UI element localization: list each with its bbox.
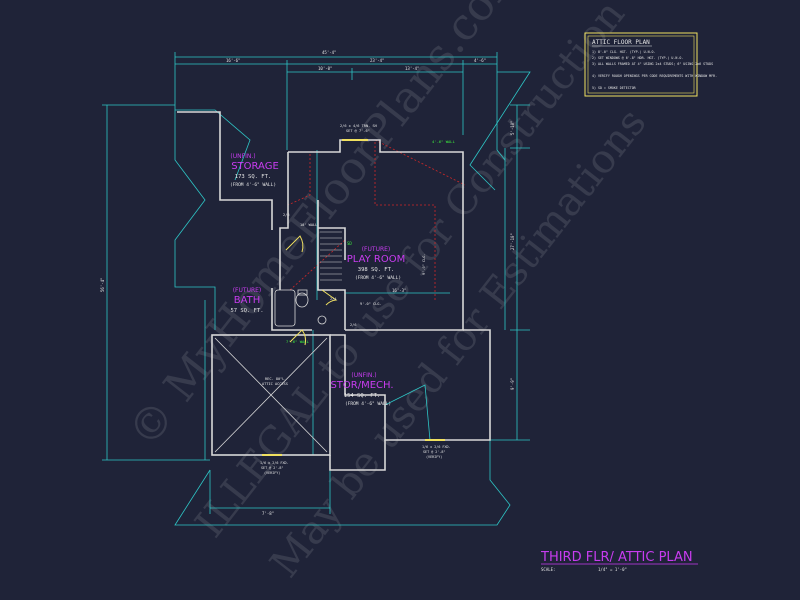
- room-bath: (FUTURE) BATH 57 SQ. FT.: [230, 287, 263, 314]
- legend-note-2: 2) SET WINDOWS @ 6'-8" HDR. HGT. (TYP.) …: [592, 56, 683, 60]
- scale-label: SCALE:: [541, 567, 555, 572]
- note-window-bl-1: 1/6 x 2/6 FXD.: [260, 461, 289, 465]
- room-play-room-tag: (FUTURE): [362, 246, 391, 253]
- dim-right-depth-1: 5'-10": [510, 121, 515, 135]
- note-window-br-2: SET @ 2'-8": [423, 450, 445, 454]
- room-stor-mech-name: STOR/MECH.: [330, 380, 393, 391]
- note-door-2-6: 2/6: [283, 213, 290, 217]
- bath-fixtures: [274, 289, 327, 327]
- room-bath-area: 57 SQ. FT.: [230, 308, 263, 314]
- legend-title: ATTIC FLOOR PLAN: [592, 39, 650, 46]
- legend-border: [584, 32, 698, 97]
- note-wall-10: 10' WALL: [300, 223, 317, 227]
- dim-inner: 16'-3": [392, 288, 406, 293]
- note-attic-access-2: ATTIC ACCESS: [262, 382, 288, 386]
- note-sd: SD: [347, 241, 352, 246]
- plan-title: THIRD FLR/ ATTIC PLAN: [540, 550, 693, 565]
- legend-note-1: 1) 8'-0" CLG. HGT. (TYP.) U.N.O.: [592, 50, 656, 54]
- note-window-top-1: 2/6 x 4/6 TRN. SH: [340, 124, 377, 128]
- door-swing-stor: [289, 329, 306, 346]
- door-swing-bath: [321, 289, 338, 306]
- note-wall-4-6-right: 4'-6" WALL: [432, 139, 456, 144]
- note-door-2-6b: 2/6: [350, 323, 357, 327]
- legend-note-3: 3) ALL WALLS FRAMED AT 4" USING 2x4 STUD…: [592, 62, 713, 66]
- room-storage-name: STORAGE: [231, 161, 279, 172]
- room-play-room-name: PLAY ROOM: [347, 254, 406, 265]
- dim-center-right: 13'-4": [405, 66, 419, 71]
- room-play-room: (FUTURE) PLAY ROOM 398 SQ. FT. (FROM 4'-…: [347, 246, 406, 281]
- note-window-bl-2: SET @ 2'-8": [261, 466, 283, 470]
- room-stor-mech-note: (FROM 4'-6" WALL): [345, 401, 391, 407]
- dim-center-width: 23'-4": [370, 58, 384, 63]
- room-stor-mech-area: 154 SQ. FT.: [344, 393, 380, 399]
- toilet: [295, 292, 309, 308]
- dim-left-width: 16'-6": [226, 58, 240, 63]
- legend-note-5: 5) SD = SMOKE DETECTOR: [592, 86, 636, 90]
- room-storage: (UNFIN.) STORAGE 173 SQ. FT. (FROM 4'-6"…: [230, 153, 279, 188]
- room-stor-mech-tag: (UNFIN.): [351, 372, 376, 379]
- doors: [285, 235, 338, 346]
- windows: [262, 139, 445, 456]
- dim-overall-depth: 56'-4": [100, 278, 105, 292]
- dim-right-depth-2: 27'-10": [510, 233, 515, 250]
- note-window-br-3: (VERIFY): [426, 455, 442, 459]
- door-swing-playroom: [285, 235, 304, 253]
- note-window-br-1: 1/6 x 2/6 FXD.: [422, 445, 451, 449]
- title-block: THIRD FLR/ ATTIC PLAN SCALE: 1/4" = 1'-0…: [540, 550, 698, 572]
- stair-treads: [320, 231, 342, 281]
- plan-notes: 2/6 x 4/6 TRN. SH SET @ 7'-6" 4'-6" WALL…: [260, 124, 456, 475]
- legend-inner-border: [587, 35, 695, 94]
- room-stor-mech: (UNFIN.) STOR/MECH. 154 SQ. FT. (FROM 4'…: [330, 372, 393, 407]
- dim-bottom-width: 7'-8": [262, 511, 274, 516]
- room-storage-area: 173 SQ. FT.: [235, 174, 271, 180]
- scale-value: 1/4" = 1'-0": [598, 567, 627, 572]
- room-storage-note: (FROM 4'-6" WALL): [230, 182, 276, 188]
- note-window-bl-3: (VERIFY): [264, 471, 280, 475]
- attic-access-x: [214, 337, 328, 453]
- dim-overall-width: 45'-4": [322, 50, 336, 55]
- note-window-top-2: SET @ 7'-6": [346, 129, 370, 133]
- note-clg-9-0-vertical: 9'-0" CLG.: [422, 253, 426, 275]
- room-play-room-area: 398 SQ. FT.: [358, 267, 394, 273]
- dim-right-depth-3: 9'-9": [510, 378, 515, 390]
- dimension-lines: [102, 52, 531, 526]
- note-clg-9-0: 9'-0" CLG.: [360, 302, 382, 306]
- attic-floor-plan-legend: ATTIC FLOOR PLAN 1) 8'-0" CLG. HGT. (TYP…: [584, 32, 717, 97]
- room-bath-name: BATH: [234, 295, 261, 306]
- smoke-detector-icon: [317, 315, 327, 325]
- dim-center-left: 10'-0": [318, 66, 332, 71]
- room-bath-tag: (FUTURE): [233, 287, 262, 294]
- dim-right-width: 4'-6": [474, 58, 486, 63]
- room-play-room-note: (FROM 4'-6" WALL): [355, 275, 401, 281]
- note-wall-7-6: 7'-6" WALL: [286, 339, 310, 344]
- dimension-texts: 45'-4" 16'-6" 23'-4" 4'-6" 10'-0" 13'-4"…: [100, 50, 515, 516]
- note-door-2-4: 2/4: [330, 297, 337, 301]
- legend-note-4: 4) VERIFY ROUGH OPENINGS PER CODE REQUIR…: [592, 74, 717, 78]
- toilet-tank: [297, 289, 308, 296]
- note-attic-access-1: REC. 80"L: [265, 377, 284, 381]
- room-storage-tag: (UNFIN.): [230, 153, 255, 160]
- bathtub: [274, 289, 296, 327]
